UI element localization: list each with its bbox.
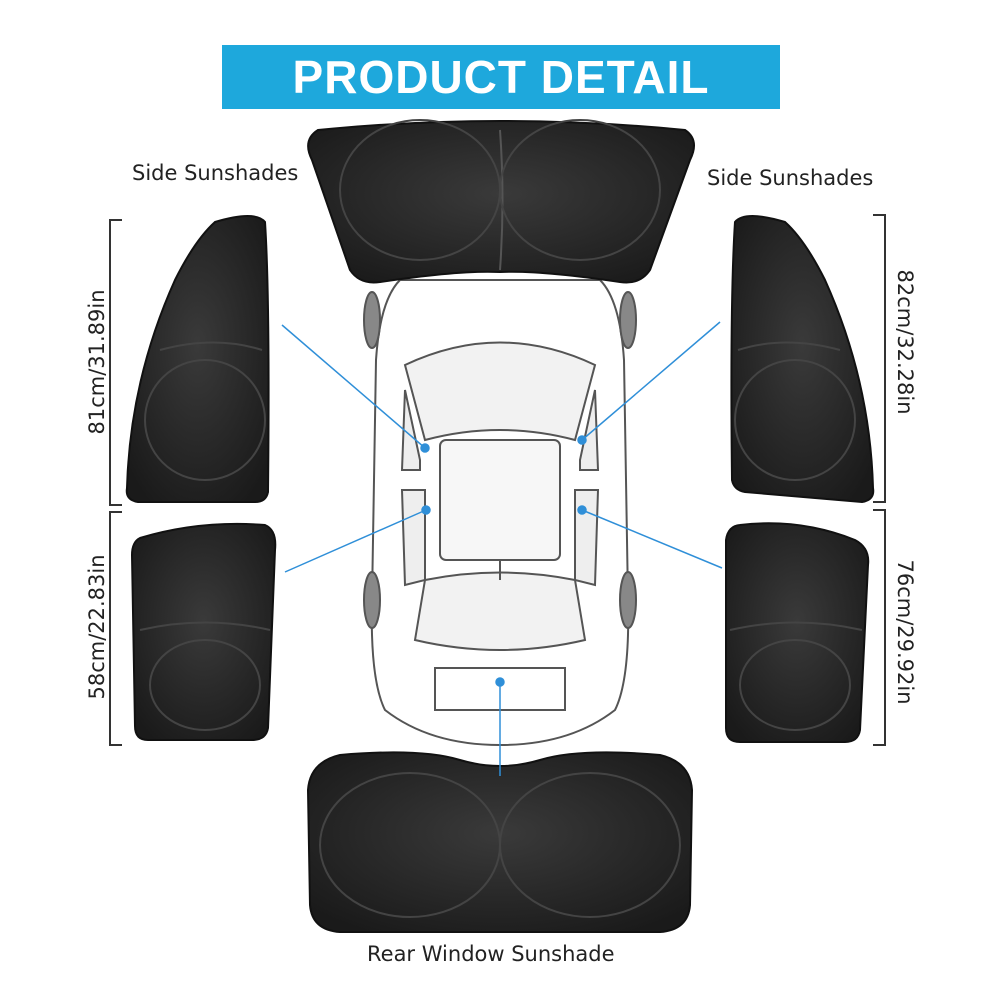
dimension-brackets: [109, 214, 886, 746]
callouts: [281, 321, 723, 776]
side-shade-front-left: [125, 215, 270, 503]
side-shade-front-right: [730, 215, 875, 504]
dimension-front-right: 82cm/32.28in: [893, 269, 917, 415]
front-windshield-shade: [307, 119, 695, 284]
side-shade-rear-right: [725, 522, 870, 743]
side-sunshades-label-right: Side Sunshades: [707, 166, 874, 190]
rear-window-shade: [306, 751, 694, 933]
side-shade-rear-left: [130, 522, 277, 741]
car-top-view: [363, 279, 637, 747]
callout-dot: [420, 443, 430, 453]
rear-window-sunshade-label: Rear Window Sunshade: [367, 942, 615, 966]
dimension-rear-left: 58cm/22.83in: [85, 554, 109, 700]
dimension-front-left: 81cm/31.89in: [85, 289, 109, 435]
callout-dot: [495, 677, 505, 687]
callout-dot: [421, 505, 431, 515]
title-banner: PRODUCT DETAIL: [222, 45, 780, 109]
page-title: PRODUCT DETAIL: [292, 51, 710, 103]
callout-dot: [577, 435, 587, 445]
side-sunshades-label-left: Side Sunshades: [132, 161, 299, 185]
callout-dot: [577, 505, 587, 515]
dimension-rear-right: 76cm/29.92in: [893, 559, 917, 705]
